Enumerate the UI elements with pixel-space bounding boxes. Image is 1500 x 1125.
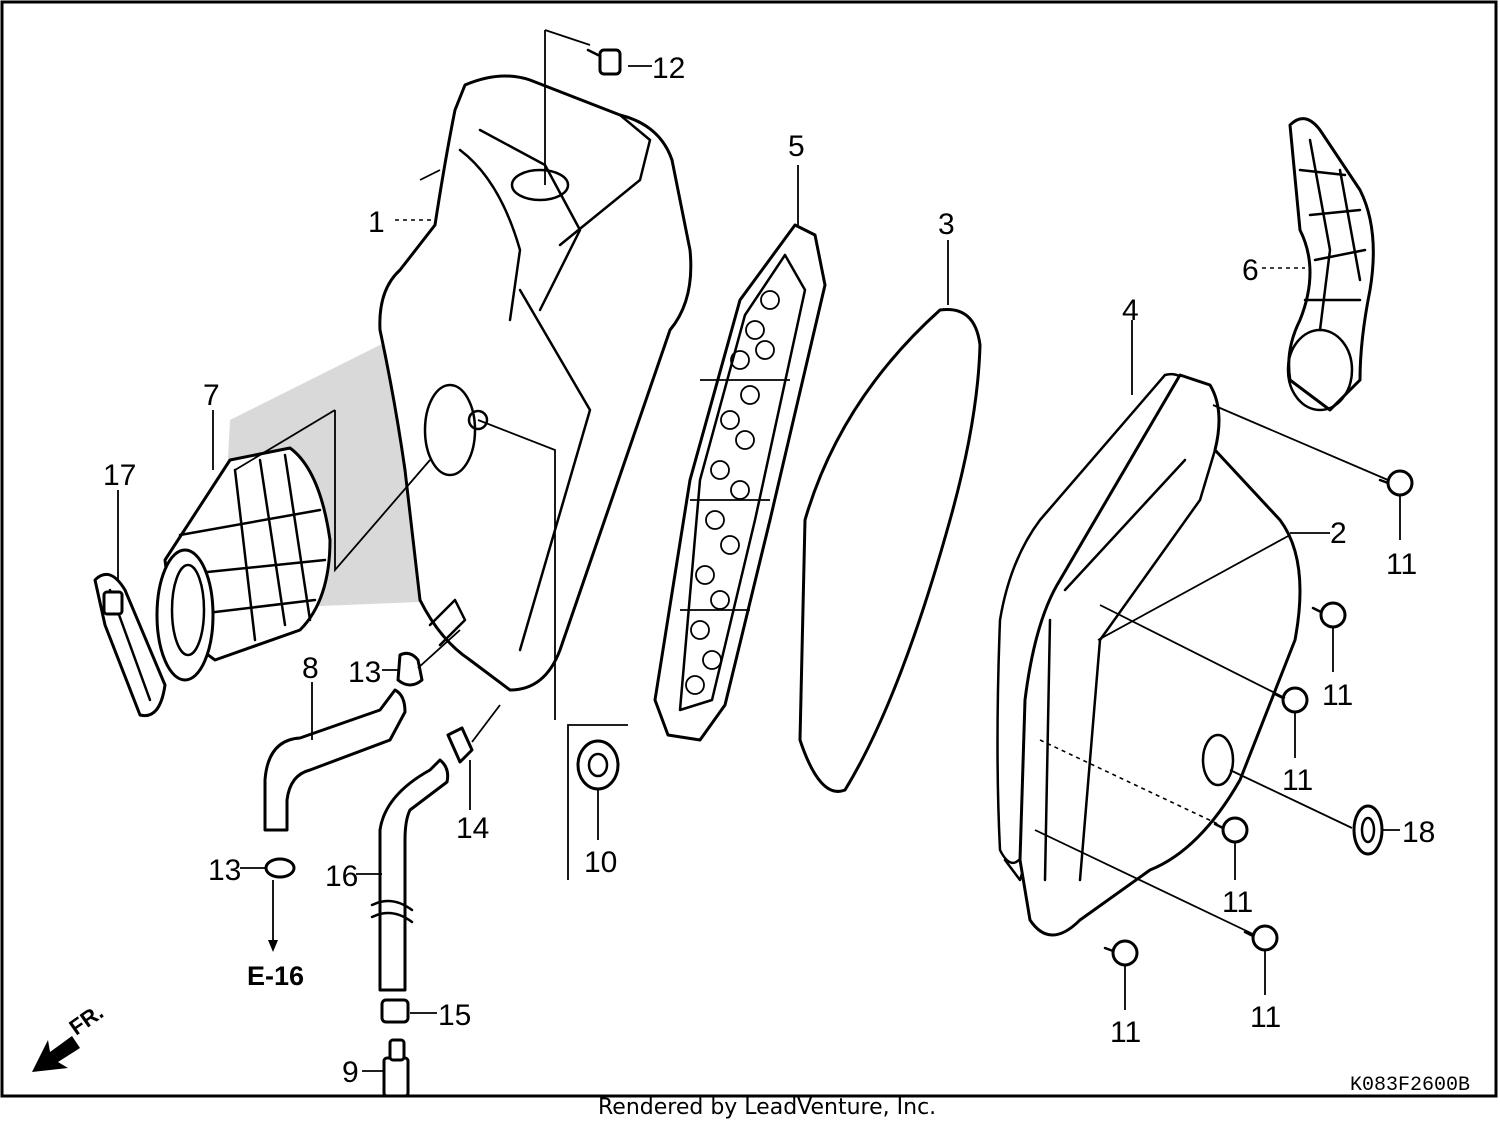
air-cleaner-cover xyxy=(1018,373,1302,937)
render-credit: Rendered by LeadVenture, Inc. xyxy=(598,1095,936,1120)
breather-tube xyxy=(370,758,450,992)
diagram-code: K083F2600B xyxy=(1350,1074,1470,1097)
callout-4: 4 xyxy=(1122,294,1139,327)
callout-11-d: 11 xyxy=(1222,886,1253,919)
callout-1: 1 xyxy=(368,206,385,239)
callout-12: 12 xyxy=(652,52,685,85)
callout-6: 6 xyxy=(1242,254,1259,287)
reference-label: E-16 xyxy=(247,961,304,991)
air-cleaner-element xyxy=(798,307,982,793)
front-arrow-icon xyxy=(32,1036,80,1072)
diagram-border xyxy=(0,0,1498,1098)
callout-13-b: 13 xyxy=(208,854,241,887)
tube-clip-lower xyxy=(264,857,296,879)
screw-11-a xyxy=(1378,469,1414,497)
screw-11-e xyxy=(1243,924,1279,952)
callout-15: 15 xyxy=(438,999,471,1032)
connecting-tube-upper xyxy=(1286,117,1375,412)
screw-11-b xyxy=(1311,601,1347,629)
element-frame xyxy=(653,223,827,742)
front-direction-label: FR. xyxy=(65,999,108,1040)
callout-3: 3 xyxy=(938,208,955,241)
intake-funnel xyxy=(155,446,332,682)
callout-11-e: 11 xyxy=(1250,1001,1281,1034)
callout-9: 9 xyxy=(342,1056,359,1089)
callout-7: 7 xyxy=(203,379,220,412)
callout-11-b: 11 xyxy=(1322,679,1353,712)
screw-11-f xyxy=(1103,939,1139,967)
callout-8: 8 xyxy=(302,652,319,685)
grommet-10 xyxy=(576,739,620,791)
drain-plug xyxy=(382,1038,410,1098)
screw-11-d xyxy=(1213,816,1249,844)
callout-10: 10 xyxy=(584,846,617,879)
drain-tube xyxy=(263,688,407,832)
band-clamp xyxy=(93,572,167,718)
leader-lines xyxy=(117,29,1401,1072)
clamp-15 xyxy=(380,998,410,1024)
grommet-18 xyxy=(1352,804,1384,856)
callout-5: 5 xyxy=(788,130,805,163)
clip-14 xyxy=(446,726,474,764)
callout-14: 14 xyxy=(456,812,489,845)
callout-11-a: 11 xyxy=(1386,548,1417,581)
callout-11-f: 11 xyxy=(1110,1016,1141,1049)
tube-clip-upper xyxy=(396,651,424,687)
callout-17: 17 xyxy=(103,459,136,492)
callout-2: 2 xyxy=(1330,517,1347,550)
air-cleaner-case xyxy=(378,74,693,692)
callout-18: 18 xyxy=(1402,816,1435,849)
screw-11-c xyxy=(1273,686,1309,714)
callout-16: 16 xyxy=(325,860,358,893)
screw-12 xyxy=(586,48,622,76)
callout-11-c: 11 xyxy=(1282,764,1313,797)
callout-13-a: 13 xyxy=(348,656,381,689)
